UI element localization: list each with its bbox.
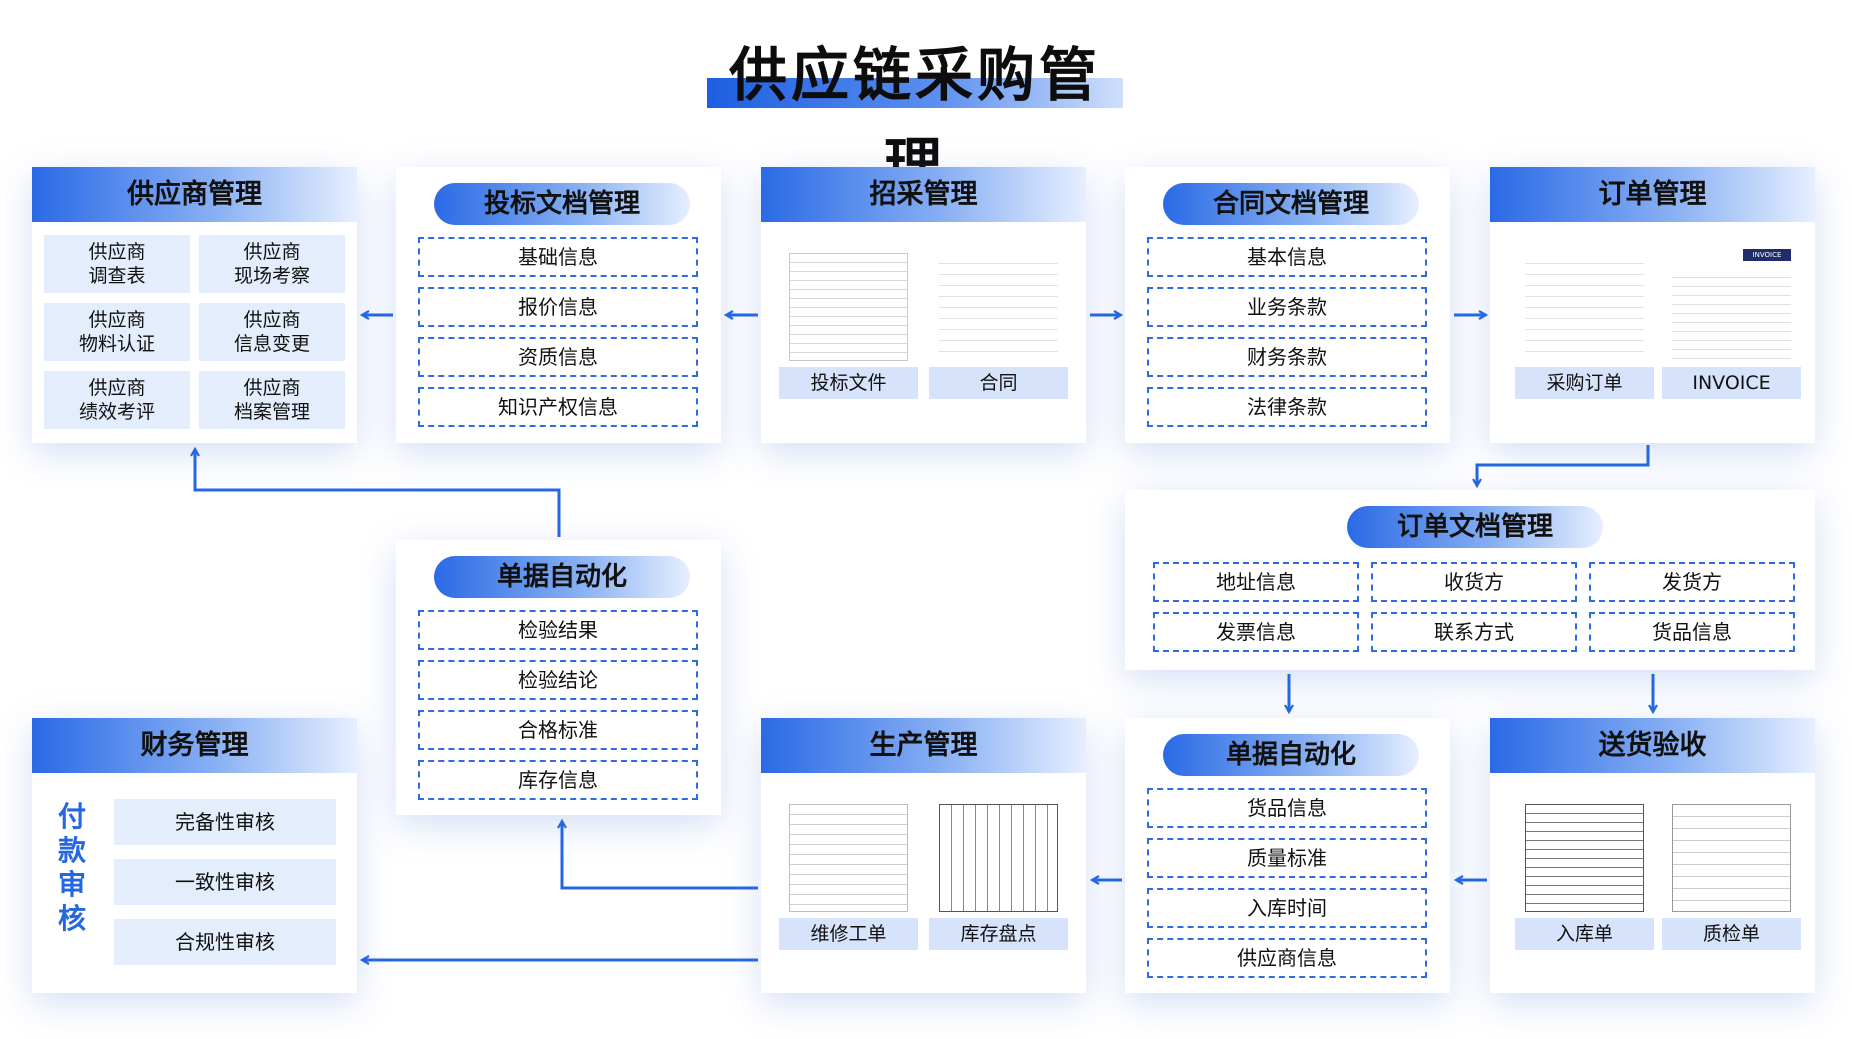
order-docs-item: 联系方式 — [1371, 612, 1577, 652]
repair-order-thumbnail: 维修工单 — [779, 790, 918, 950]
arrow-production-to-automation-left — [562, 821, 758, 890]
order-docs-header: 订单文档管理 — [1347, 506, 1603, 548]
finance-vertical-char: 核 — [57, 902, 86, 935]
doc-caption: 维修工单 — [779, 918, 918, 950]
automation-left-item: 合格标准 — [418, 710, 698, 750]
contract-docs-panel: 合同文档管理 基本信息 业务条款 财务条款 法律条款 — [1125, 167, 1450, 443]
inspection-sheet-thumbnail: 质检单 — [1662, 790, 1801, 950]
supplier-cell: 供应商 调查表 — [44, 235, 190, 293]
supplier-cell: 供应商 信息变更 — [199, 303, 345, 361]
automation-right-item: 供应商信息 — [1147, 938, 1427, 978]
finance-vertical-label: 付 款 审 核 — [52, 800, 92, 936]
finance-panel: 财务管理 付 款 审 核 完备性审核 一致性审核 合规性审核 — [32, 718, 357, 993]
doc-caption: 库存盘点 — [929, 918, 1068, 950]
doc-grid — [939, 804, 1058, 912]
doc-caption: 投标文件 — [779, 367, 918, 399]
order-docs-item: 收货方 — [1371, 562, 1577, 602]
doc-table — [1525, 804, 1644, 912]
order-panel: 订单管理 采购订单 INVOICE INVOICE — [1490, 167, 1815, 443]
contract-docs-item: 财务条款 — [1147, 337, 1427, 377]
finance-header: 财务管理 — [32, 718, 357, 773]
finance-item: 一致性审核 — [114, 859, 336, 905]
arrow-automation-left-to-supplier — [195, 449, 561, 537]
doc-caption: 合同 — [929, 367, 1068, 399]
automation-left-panel: 单据自动化 检验结果 检验结论 合格标准 库存信息 — [396, 540, 721, 815]
supplier-cell: 供应商 物料认证 — [44, 303, 190, 361]
order-docs-item: 发票信息 — [1153, 612, 1359, 652]
automation-left-item: 检验结论 — [418, 660, 698, 700]
finance-vertical-char: 付 — [57, 800, 86, 833]
automation-left-item: 库存信息 — [418, 760, 698, 800]
order-docs-item: 发货方 — [1589, 562, 1795, 602]
order-docs-panel: 订单文档管理 地址信息 收货方 发货方 发票信息 联系方式 货品信息 — [1125, 490, 1815, 670]
doc-lines — [1672, 804, 1791, 912]
bid-docs-item: 资质信息 — [418, 337, 698, 377]
bid-docs-panel: 投标文档管理 基础信息 报价信息 资质信息 知识产权信息 — [396, 167, 721, 443]
automation-right-item: 质量标准 — [1147, 838, 1427, 878]
automation-right-item: 货品信息 — [1147, 788, 1427, 828]
doc-caption: 采购订单 — [1515, 367, 1654, 399]
production-header: 生产管理 — [761, 718, 1086, 773]
automation-right-header: 单据自动化 — [1163, 734, 1419, 776]
procurement-panel: 招采管理 投标文件 合同 — [761, 167, 1086, 443]
finance-item: 完备性审核 — [114, 799, 336, 845]
supplier-cell: 供应商 现场考察 — [199, 235, 345, 293]
automation-left-header: 单据自动化 — [434, 556, 690, 598]
contract-docs-header: 合同文档管理 — [1163, 183, 1419, 225]
supplier-panel: 供应商管理 供应商 调查表 供应商 现场考察 供应商 物料认证 供应商 信息变更… — [32, 167, 357, 443]
automation-right-item: 入库时间 — [1147, 888, 1427, 928]
delivery-panel: 送货验收 入库单 质检单 — [1490, 718, 1815, 993]
finance-vertical-char: 款 — [57, 834, 86, 867]
finance-vertical-char: 审 — [57, 868, 86, 901]
inventory-count-thumbnail: 库存盘点 — [929, 790, 1068, 950]
doc-lines — [789, 253, 908, 361]
bid-docs-item: 知识产权信息 — [418, 387, 698, 427]
finance-item: 合规性审核 — [114, 919, 336, 965]
doc-lines — [939, 253, 1058, 361]
order-docs-item: 地址信息 — [1153, 562, 1359, 602]
doc-lines — [1672, 269, 1791, 361]
supplier-header: 供应商管理 — [32, 167, 357, 222]
supplier-cell: 供应商 绩效考评 — [44, 371, 190, 429]
contract-docs-item: 基本信息 — [1147, 237, 1427, 277]
bid-docs-item: 报价信息 — [418, 287, 698, 327]
doc-caption: 质检单 — [1662, 918, 1801, 950]
order-docs-item: 货品信息 — [1589, 612, 1795, 652]
delivery-header: 送货验收 — [1490, 718, 1815, 773]
purchase-order-thumbnail: 采购订单 — [1515, 239, 1654, 399]
bid-docs-header: 投标文档管理 — [434, 183, 690, 225]
bid-docs-item: 基础信息 — [418, 237, 698, 277]
order-header: 订单管理 — [1490, 167, 1815, 222]
doc-lines — [789, 804, 908, 912]
doc-lines — [1525, 253, 1644, 361]
doc-caption: INVOICE — [1662, 367, 1801, 399]
bid-document-thumbnail: 投标文件 — [779, 239, 918, 399]
supplier-cell: 供应商 档案管理 — [199, 371, 345, 429]
title-underline — [707, 78, 1123, 108]
page-title: 供应链采购管理 — [728, 41, 1101, 199]
contract-docs-item: 业务条款 — [1147, 287, 1427, 327]
contract-document-thumbnail: 合同 — [929, 239, 1068, 399]
invoice-thumbnail: INVOICE INVOICE — [1662, 239, 1801, 399]
invoice-mark: INVOICE — [1743, 249, 1791, 261]
doc-caption: 入库单 — [1515, 918, 1654, 950]
production-panel: 生产管理 维修工单 库存盘点 — [761, 718, 1086, 993]
automation-left-item: 检验结果 — [418, 610, 698, 650]
contract-docs-item: 法律条款 — [1147, 387, 1427, 427]
procurement-header: 招采管理 — [761, 167, 1086, 222]
warehouse-receipt-thumbnail: 入库单 — [1515, 790, 1654, 950]
automation-right-panel: 单据自动化 货品信息 质量标准 入库时间 供应商信息 — [1125, 718, 1450, 993]
arrow-order-to-orderdocs — [1477, 445, 1650, 486]
